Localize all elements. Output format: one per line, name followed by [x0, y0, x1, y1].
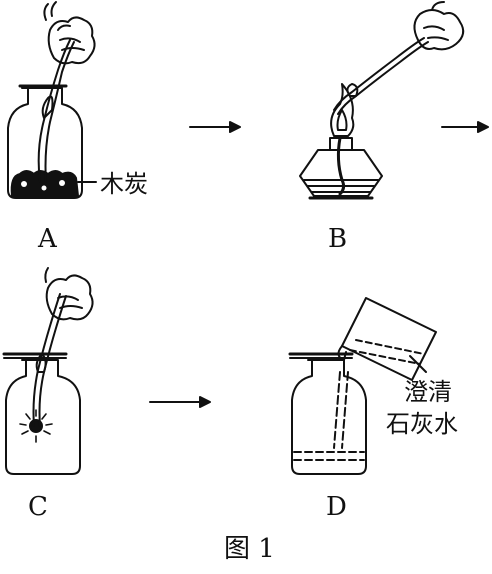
panel-d-beaker: [337, 297, 437, 381]
arrow-b-to-next: [441, 121, 489, 133]
panel-d-annotation-line2: 石灰水: [386, 410, 458, 438]
panel-b-crucible-tongs: [333, 37, 429, 115]
panel-c-jar: [2, 352, 81, 475]
panel-b-label: B: [328, 224, 348, 254]
panel-d-jar: [288, 352, 367, 475]
arrow-c-to-d: [149, 396, 211, 408]
panel-a-hand: [43, 1, 96, 65]
arrow-a-to-b: [189, 121, 241, 133]
panel-c-label: C: [28, 492, 48, 522]
panel-b-hand: [413, 1, 465, 51]
panel-c-burning-charcoal: [19, 409, 53, 443]
panel-b-alcohol-lamp: [299, 83, 383, 200]
panel-d-leader-line: [409, 355, 427, 373]
panel-c-hand: [44, 267, 94, 321]
panel-a-label: A: [38, 224, 57, 254]
panel-a-crucible-tongs: [37, 39, 75, 183]
panel-d-pour-stream: [333, 371, 349, 449]
panel-a-charcoal: [10, 170, 79, 197]
figure-caption: 图 1: [224, 534, 275, 564]
panel-d-label: D: [326, 492, 347, 522]
panel-d-annotation-line1: 澄清: [404, 378, 452, 406]
panel-c-crucible-tongs: [32, 293, 67, 427]
panel-a-annotation-charcoal: 木炭: [100, 170, 148, 198]
